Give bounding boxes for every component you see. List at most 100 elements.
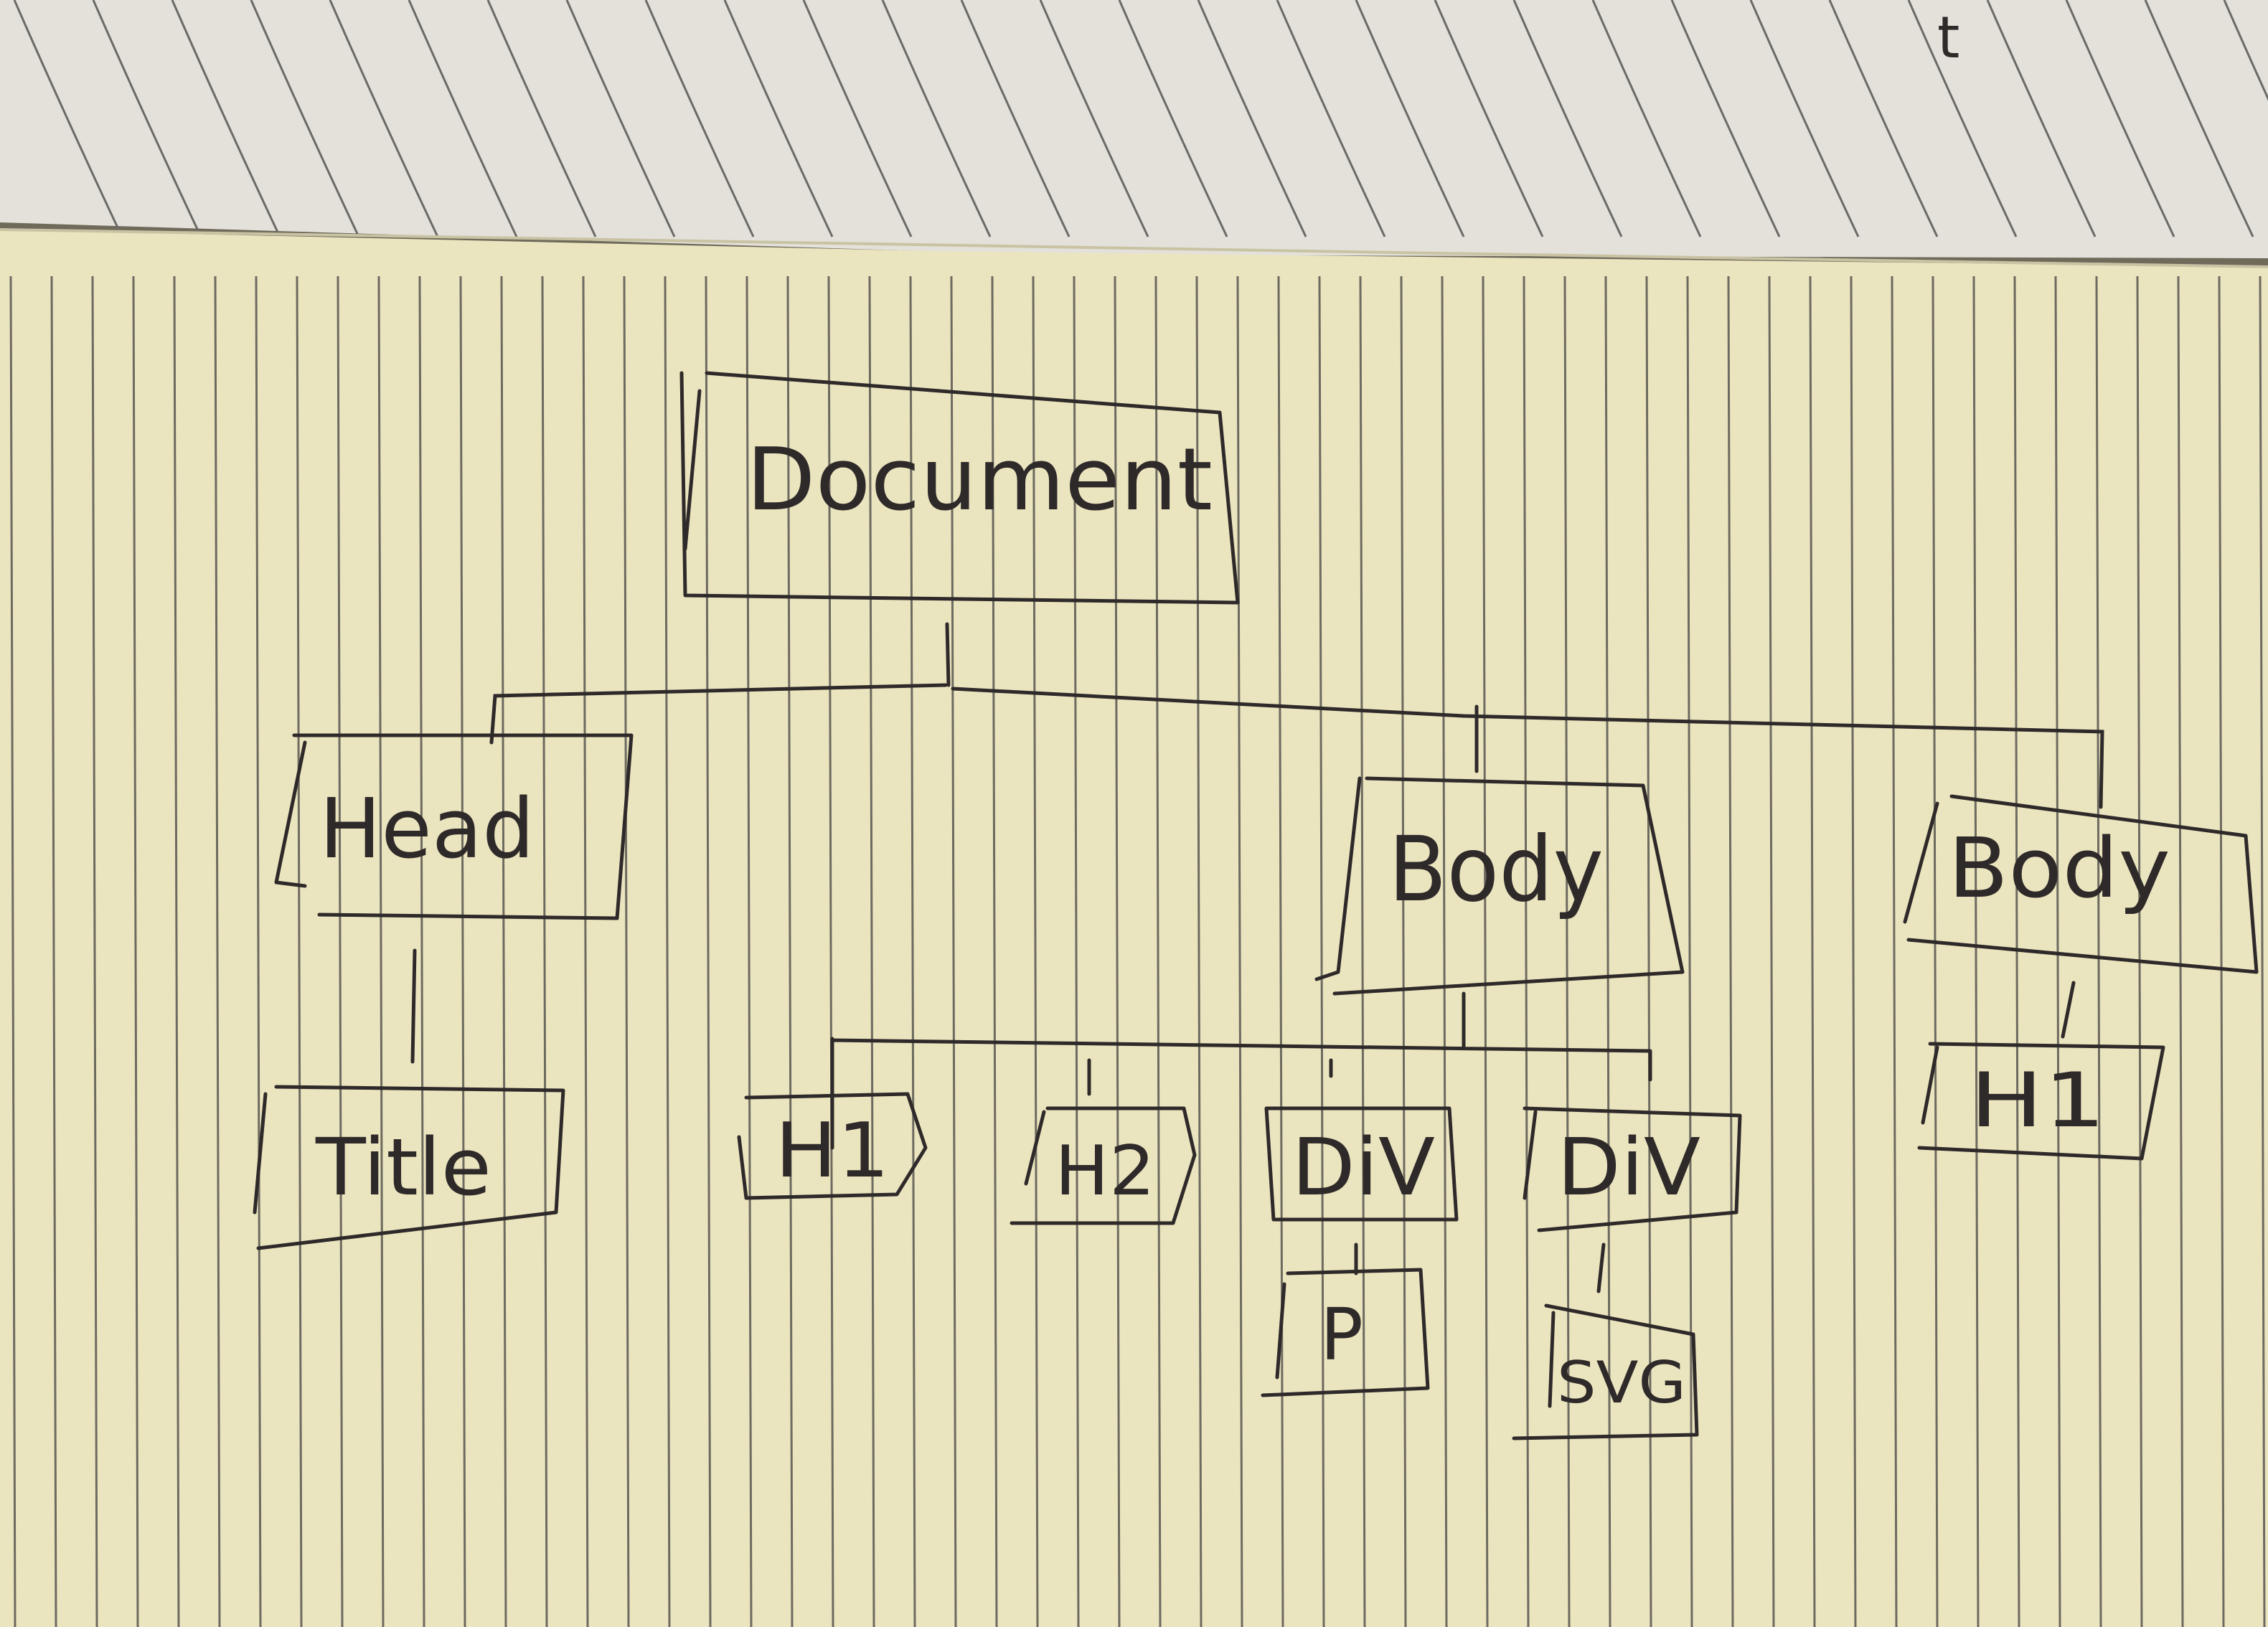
page-rule-line [91,275,98,1627]
document-box [679,371,1240,605]
page-rule-line [2177,275,2184,1627]
page-rule-line [1359,275,1366,1627]
page-rule-line [296,275,303,1627]
page-rule-line [2259,275,2266,1627]
previous-page-rule-line [881,0,992,237]
previous-page-rule-line [1118,0,1228,237]
node-label-document: Document [746,430,1213,530]
previous-page [0,0,2268,258]
tree-edges [410,622,2104,1293]
previous-page-rule-line [1986,0,2097,237]
body1-box [1314,776,1685,996]
page-rule-line [1604,275,1611,1627]
previous-page-rule-line [960,0,1071,237]
previous-page-rule-line [2144,0,2254,237]
head-box [274,733,634,920]
previous-page-rule-line [1434,0,1544,237]
previous-page-rule-line [1197,0,1307,237]
page-rules [9,275,2266,1627]
p-box [1261,1268,1430,1397]
page-rule-line [214,275,221,1627]
previous-page-rules [13,0,2268,237]
edge-body2-h1 [2061,981,2076,1039]
page-rule-line [9,275,17,1627]
svg-box [1512,1303,1699,1440]
edge-head-title [410,948,417,1064]
previous-page-rule-line [2223,0,2268,101]
node-label-h1: H1 [775,1107,890,1194]
page-rule-line [827,275,834,1627]
page-rule-line [255,275,262,1627]
edge-document-split [945,622,951,687]
page-rule-line [418,275,425,1627]
previous-page-rule-line [329,0,439,237]
tree-boxes [253,371,2259,1440]
corner-mark: t [1937,4,1959,71]
page-rule-line [909,275,916,1627]
page-rule-line [786,275,794,1627]
previous-page-rule-line [1039,0,1149,237]
page-rule-line [1850,275,1857,1627]
page-rule-line [950,275,957,1627]
page-rule-line [377,275,385,1627]
previous-page-rule-line [13,0,123,237]
div1-box [1264,1106,1459,1222]
page-rule-line [1809,275,1816,1627]
page-rule-line [337,275,344,1627]
page-rule-line [541,275,548,1627]
page-rule-line [1441,275,1448,1627]
node-label-p: P [1320,1293,1363,1377]
node-label-body: Body [1388,818,1604,922]
edge-div2-svg [1596,1242,1606,1293]
page-rule-line [745,275,753,1627]
page-rule-line [1114,275,1121,1627]
page-rule-line [2218,275,2225,1627]
previous-page-rule-line [1907,0,2018,237]
page-rule-line [1032,275,1039,1627]
previous-page-rule-line [1512,0,1623,237]
page-rule-line [1645,275,1652,1627]
previous-page-rule-line [1276,0,1386,237]
node-label-title: Title [315,1121,491,1213]
edge-document-head [489,683,948,745]
previous-page-rule-line [1355,0,1465,237]
page-rule-line [459,275,466,1627]
h1-right-box [1917,1042,2165,1161]
edge-body1-children [830,991,1652,1150]
previous-page-rule-line [1828,0,1939,237]
previous-page-rule-line [565,0,676,237]
previous-page-rule-line [1749,0,1860,237]
previous-page-rule-line [2065,0,2175,237]
previous-page-rule-line [486,0,597,237]
page-rule-line [50,275,57,1627]
previous-page-rule-line [408,0,518,237]
node-label-div: DiV [1291,1121,1435,1213]
page-rule-line [705,275,712,1627]
page-rule-line [1523,275,1530,1627]
edge-document-bodies [951,687,2104,809]
page-rule-line [1400,275,1407,1627]
previous-page-rule-line [1670,0,1781,237]
h2-box [1010,1106,1197,1225]
previous-page-rule-line [171,0,281,237]
previous-page-rule-line [802,0,913,237]
body2-box [1903,794,2259,974]
page-rule-line [1195,275,1203,1627]
div2-box [1523,1106,1742,1232]
previous-page-rule-line [250,0,360,237]
page-rule-line [1931,275,1939,1627]
previous-page-rule-line [1591,0,1702,237]
page-rule-line [1563,275,1571,1627]
node-label-div-2: DiV [1557,1121,1700,1213]
previous-page-rule-line [644,0,755,237]
page-rule-line [1891,275,1898,1627]
previous-page-rule-line [92,0,202,237]
page-rule-line [1727,275,1734,1627]
page-edge [0,228,2268,268]
node-label-h1-right: H1 [1970,1057,2106,1144]
h1-box [737,1092,928,1200]
page-rule-line [623,275,630,1627]
page-rule-line [582,275,589,1627]
